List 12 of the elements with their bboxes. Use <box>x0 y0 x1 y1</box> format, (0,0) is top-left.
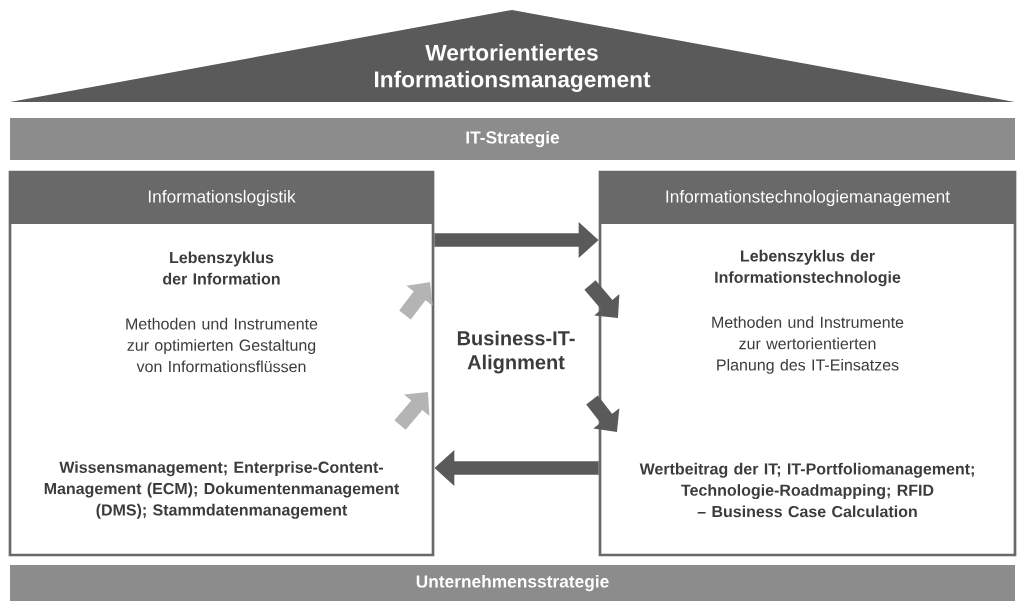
strategy-band: Unternehmensstrategie <box>10 565 1015 601</box>
subheading: Lebenszyklus der Informationstechnologie <box>715 249 901 287</box>
strategy-band: IT-Strategie <box>10 118 1015 160</box>
roof-banner: Wertorientiertes Informationsmanagement <box>10 10 1015 102</box>
subheading: Lebenszyklus der Information <box>163 251 280 285</box>
description-text: Methoden und Instrumente zur optimierten Gestaltung von Informationsflüssen <box>126 317 318 373</box>
center-label: Business-IT-Alignment <box>457 330 575 374</box>
panel-header: Informationslogistik <box>10 172 433 224</box>
panel-header: Informationstechnologiemanagement <box>600 172 1015 224</box>
topic-list: Wertbeitrag der IT; IT-Portfoliomanagement; Technologie-Roadmapping; RFID – Business Case Calculation <box>639 462 974 518</box>
description-text: Methoden und Instrumente zur wertorientierten Planung des IT-Einsatzes <box>712 316 904 374</box>
topic-list: Wissensmanagement; Enterprise-Content-Management (ECM); Dokumentenmanagement (DMS); Stammdatenmanagement <box>44 461 400 519</box>
